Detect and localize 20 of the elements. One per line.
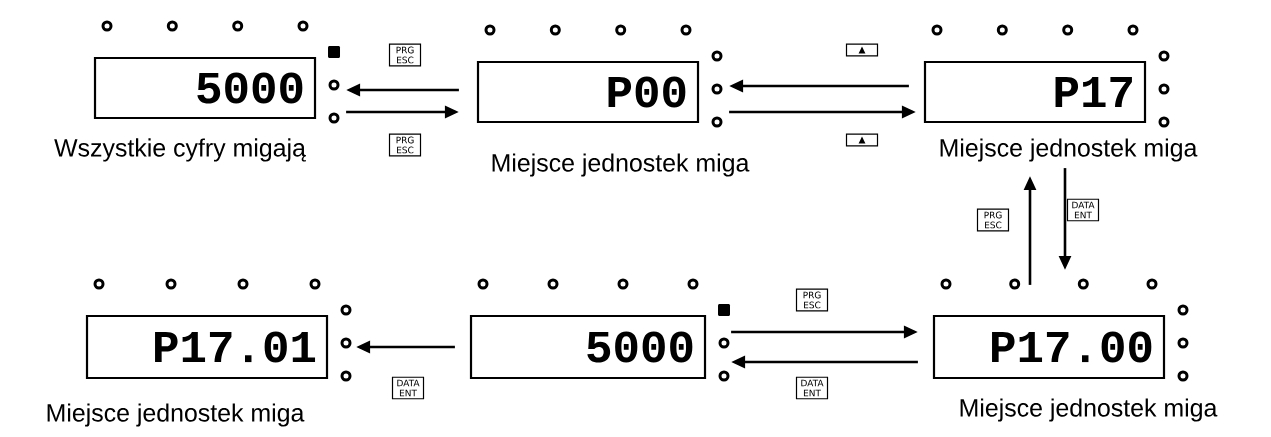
node-label: Miejsce jednostek miga: [960, 398, 1218, 422]
node-label: Miejsce jednostek miga: [492, 153, 750, 177]
node-label: Miejsce jednostek miga: [940, 138, 1198, 162]
display-panel: P17: [923, 60, 1147, 124]
key-label: DATA ENT: [391, 376, 425, 400]
display-panel: P00: [476, 60, 700, 124]
key-label: ▲: [845, 133, 879, 147]
key-label: DATA ENT: [795, 376, 829, 400]
display-panel: P17.01: [85, 314, 329, 380]
node-label: Miejsce jednostek miga: [47, 403, 305, 427]
key-label: PRG ESC: [976, 208, 1010, 232]
display-panel: P17.00: [932, 314, 1166, 380]
key-label: ▲: [845, 43, 879, 57]
key-label: DATA ENT: [1066, 198, 1100, 222]
key-label: PRG ESC: [795, 288, 829, 312]
key-label: PRG ESC: [388, 43, 422, 67]
display-panel: 5000: [469, 314, 707, 380]
key-label: PRG ESC: [388, 133, 422, 157]
node-label: Wszystkie cyfry migają: [54, 138, 306, 162]
display-panel: 5000: [93, 56, 317, 120]
